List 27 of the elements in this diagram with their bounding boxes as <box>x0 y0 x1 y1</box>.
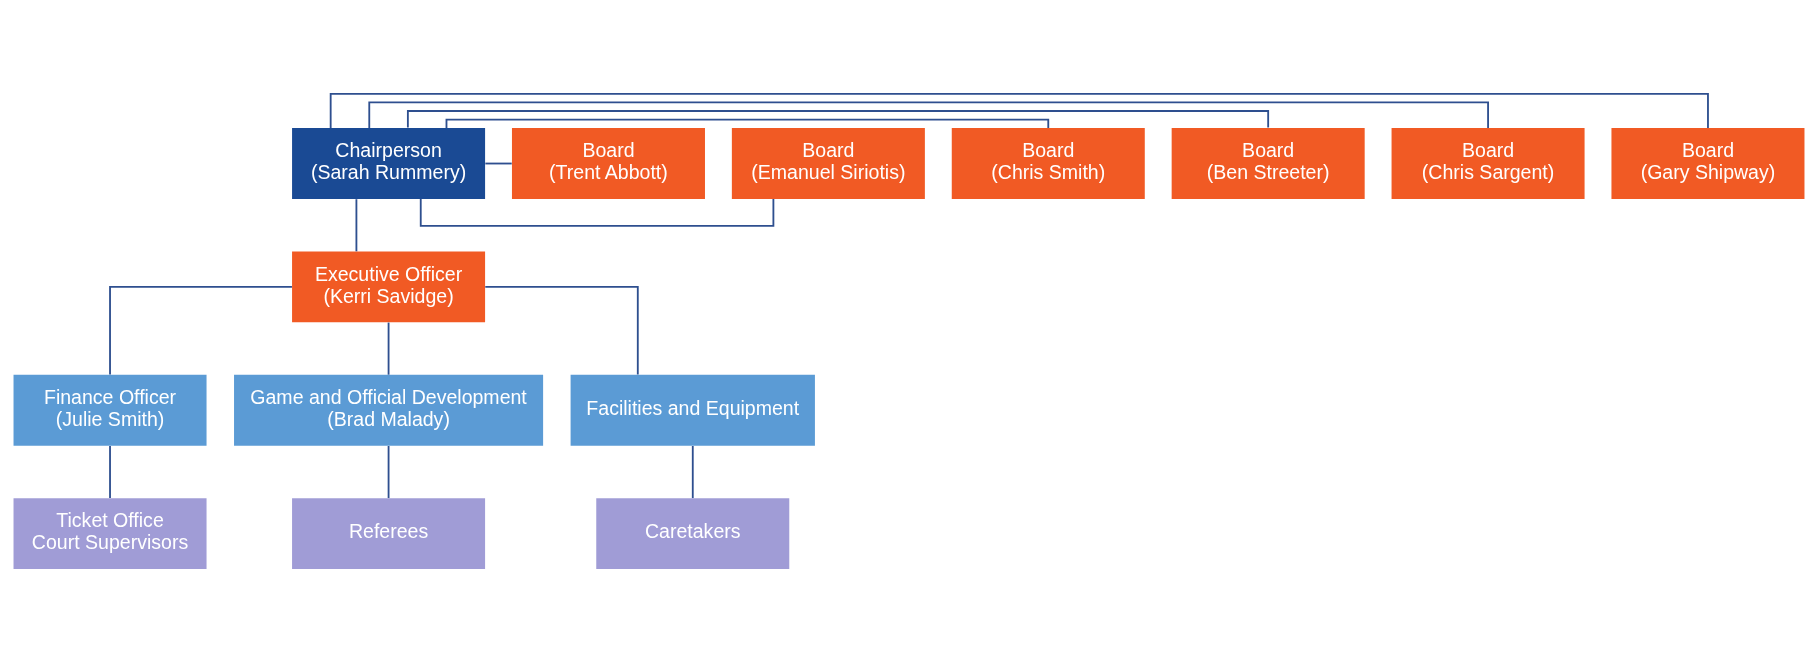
connector <box>387 321 390 376</box>
node-box: Board (Gary Shipway) <box>1611 128 1805 199</box>
connector <box>329 92 1709 129</box>
connector <box>445 118 1050 129</box>
node-box: Board (Ben Streeter) <box>1171 128 1365 199</box>
node-box: Referees <box>292 498 486 570</box>
connector <box>109 286 293 376</box>
connector <box>484 286 639 376</box>
connector <box>109 445 111 499</box>
connector <box>406 110 1270 129</box>
connector <box>368 101 1489 129</box>
node-box: Game and Official Development (Brad Malady) <box>234 374 544 446</box>
node-box: Board (Emanuel Siriotis) <box>731 128 925 199</box>
connector <box>387 445 390 499</box>
connector <box>419 198 775 227</box>
connector <box>355 198 358 253</box>
connector <box>691 445 694 499</box>
node-box: Board (Chris Smith) <box>951 128 1145 199</box>
node-box: Finance Officer (Julie Smith) <box>13 374 207 446</box>
connector <box>484 162 513 165</box>
node-box: Ticket Office Court Supervisors <box>13 498 207 570</box>
node-box: Board (Trent Abbott) <box>511 128 705 199</box>
node-box: Executive Officer (Kerri Savidge) <box>292 251 486 323</box>
node-box: Facilities and Equipment <box>570 374 815 446</box>
node-box: Chairperson (Sarah Rummery) <box>292 128 486 199</box>
node-box: Caretakers <box>596 498 790 570</box>
node-box: Board (Chris Sargent) <box>1391 128 1585 199</box>
